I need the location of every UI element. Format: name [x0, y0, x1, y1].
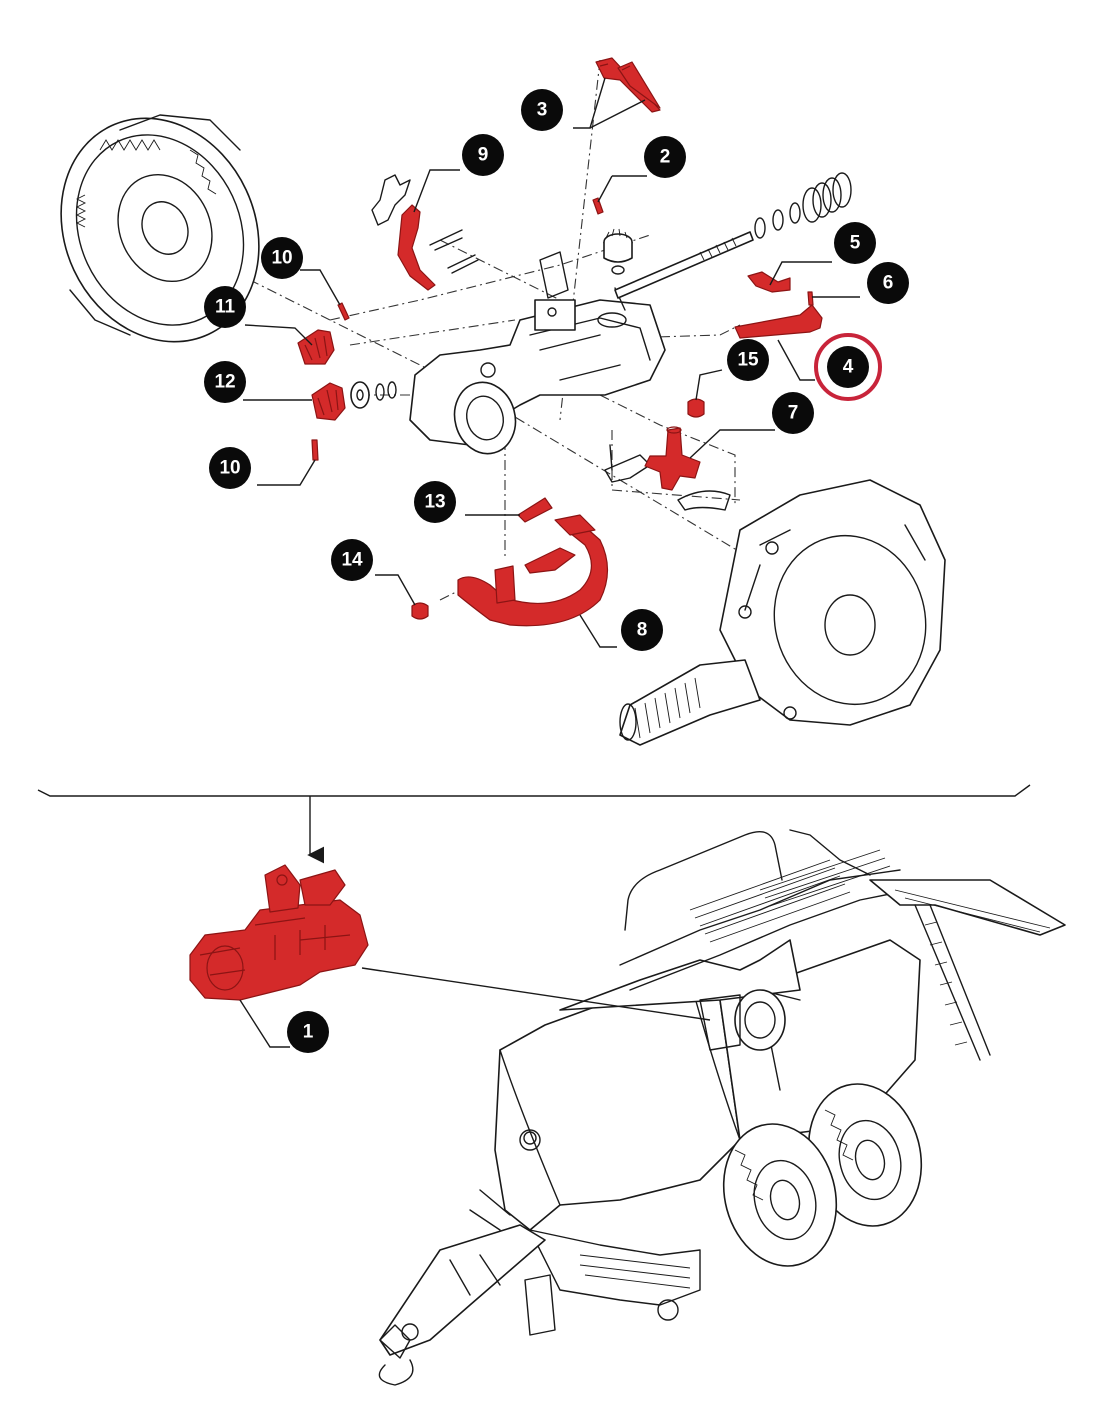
pinion-gear: [603, 228, 633, 275]
part-2-pin[interactable]: [592, 197, 604, 215]
right-gearbox-housing: [619, 479, 946, 746]
callout-1[interactable]: 1: [287, 1011, 329, 1053]
section-divider: [37, 784, 1031, 864]
callout-4[interactable]: 4: [827, 346, 869, 388]
callout-12-label: 12: [214, 372, 235, 393]
part-12-bevel-gear[interactable]: [311, 382, 346, 421]
callout-15-label: 15: [737, 350, 759, 371]
lower-cam-parts: [604, 444, 731, 511]
callout-10-upper-label: 10: [271, 248, 292, 269]
callout-6-label: 6: [883, 273, 894, 294]
part-8-yoke[interactable]: [457, 514, 609, 627]
part-3-knife[interactable]: [595, 57, 661, 113]
callout-14-label: 14: [341, 550, 363, 571]
callout-13-label: 13: [424, 492, 445, 513]
part-11-bevel-gear[interactable]: [297, 329, 335, 365]
part-10-pin-upper[interactable]: [337, 302, 350, 321]
part-4-lever[interactable]: [734, 304, 823, 339]
callout-1-label: 1: [303, 1022, 314, 1043]
callout-7[interactable]: 7: [772, 392, 814, 434]
washers: [350, 381, 397, 409]
callout-5[interactable]: 5: [834, 222, 876, 264]
callout-11[interactable]: 11: [204, 286, 246, 328]
cam-plates: [371, 174, 479, 274]
callout-3[interactable]: 3: [521, 89, 563, 131]
callout-5-label: 5: [850, 233, 861, 254]
callout-2-label: 2: [660, 147, 671, 168]
callout-15[interactable]: 15: [727, 339, 769, 381]
callout-14[interactable]: 14: [331, 539, 373, 581]
callout-6[interactable]: 6: [867, 262, 909, 304]
callout-10-lower-label: 10: [219, 458, 240, 479]
callout-9[interactable]: 9: [462, 134, 504, 176]
main-shaft: [614, 172, 852, 299]
leader-lines-upper: [243, 77, 860, 648]
part-14-nut[interactable]: [411, 602, 429, 620]
part-13-blade[interactable]: [517, 497, 553, 523]
leader-lines-lower: [239, 967, 711, 1048]
part-9-billhook[interactable]: [397, 204, 436, 291]
highlighted-parts: [297, 57, 823, 627]
callout-13[interactable]: 13: [414, 481, 456, 523]
part-15-cap[interactable]: [687, 398, 705, 418]
baler-machine: [378, 829, 1066, 1386]
callout-8[interactable]: 8: [621, 609, 663, 651]
callout-9-label: 9: [478, 145, 489, 166]
part-1-knotter-assembly[interactable]: [189, 864, 369, 1001]
baler-rollers: [689, 849, 891, 943]
shaft-spring: [802, 172, 852, 223]
callout-4-label: 4: [843, 357, 854, 378]
part-5-bracket[interactable]: [747, 271, 791, 293]
callout-11-label: 11: [215, 297, 236, 318]
callout-10-lower[interactable]: 10: [209, 447, 251, 489]
callout-10-upper[interactable]: 10: [261, 237, 303, 279]
callout-2[interactable]: 2: [644, 136, 686, 178]
part-6-pin[interactable]: [807, 291, 814, 306]
callout-8-label: 8: [637, 620, 648, 641]
left-gear-housing: [60, 114, 260, 343]
part-7-cam[interactable]: [644, 426, 701, 491]
knotter-frame: [409, 251, 666, 455]
part-10-pin-lower[interactable]: [311, 439, 319, 461]
callout-3-label: 3: [537, 100, 548, 121]
callout-7-label: 7: [788, 403, 799, 424]
callout-12[interactable]: 12: [204, 361, 246, 403]
baler-wheels: [722, 1083, 923, 1267]
selection-ring: [814, 333, 882, 401]
